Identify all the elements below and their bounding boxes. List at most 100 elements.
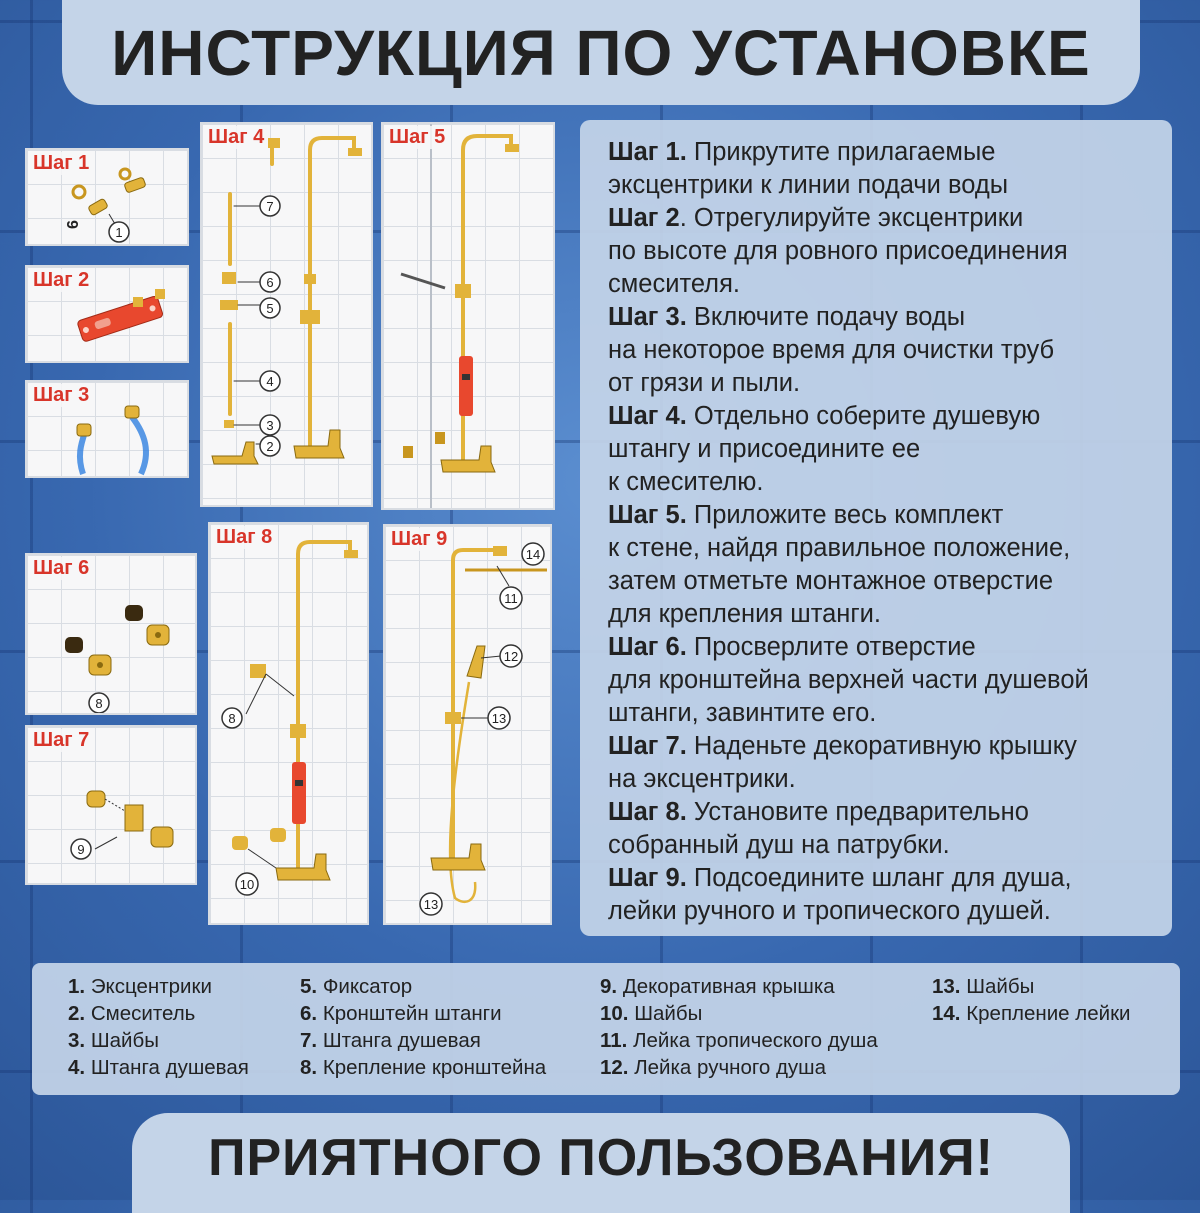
legend-text: Лейка тропического душа xyxy=(633,1029,878,1052)
legend-text: Крепление кронштейна xyxy=(322,1056,547,1079)
step-label: Шаг 7. xyxy=(608,732,687,760)
illustration-step-5: Шаг 5 xyxy=(381,122,555,510)
step-text: по высоте для ровного присоединения xyxy=(608,237,1068,265)
step-text: на некоторое время для очистки труб xyxy=(608,336,1055,364)
callout-number: 10 xyxy=(240,877,254,892)
panel-label: Шаг 5 xyxy=(387,126,448,149)
legend-item: 1. Эксцентрики xyxy=(68,975,212,999)
parts-legend: 1. Эксцентрики 2. Смеситель 3. Шайбы 4. Шта… xyxy=(32,963,1180,1095)
step-text: Включите подачу воды xyxy=(693,303,966,331)
illustration-step-4: Шаг 4 7 6 5 4 3 2 xyxy=(200,122,373,507)
title-banner: ИНСТРУКЦИЯ ПО УСТАНОВКЕ xyxy=(62,0,1140,105)
step-label: Шаг 6. xyxy=(608,633,687,661)
step-instruction: Шаг 9. Подсоедините шланг для душа, лейки… xyxy=(608,862,1162,928)
footer-banner: ПРИЯТНОГО ПОЛЬЗОВАНИЯ! xyxy=(132,1113,1070,1213)
panel-label: Шаг 7 xyxy=(31,729,92,752)
step-label: Шаг 3. xyxy=(608,303,687,331)
step-instruction: Шаг 3. Включите подачу воды на некоторое … xyxy=(608,301,1162,400)
callout-number: 13 xyxy=(492,711,506,726)
step-text: Установите предварительно xyxy=(693,798,1029,826)
legend-item: 7. Штанга душевая xyxy=(300,1029,481,1053)
legend-text: Эксцентрики xyxy=(90,975,212,998)
legend-text: Декоративная крышка xyxy=(622,975,835,998)
legend-item: 2. Смеситель xyxy=(68,1002,195,1026)
legend-item: 12. Лейка ручного душа xyxy=(600,1056,826,1080)
step-text: смесителя. xyxy=(608,270,740,298)
legend-number: 9. xyxy=(600,975,618,998)
panel-label: Шаг 8 xyxy=(214,526,275,549)
callout-number: 1 xyxy=(115,225,122,240)
legend-number: 1. xyxy=(68,975,86,998)
step-label: Шаг 1. xyxy=(608,138,687,166)
legend-number: 10. xyxy=(600,1002,629,1025)
footer-title: ПРИЯТНОГО ПОЛЬЗОВАНИЯ! xyxy=(208,1129,994,1187)
step-label: Шаг 9. xyxy=(608,864,687,892)
step-text: Приложите весь комплект xyxy=(693,501,1004,529)
illustration-step-9: Шаг 9 14 11 12 13 13 xyxy=(383,524,552,925)
callout-number: 5 xyxy=(266,301,273,316)
illustration-step-2: Шаг 2 xyxy=(25,265,189,363)
step-text: Наденьте декоративную крышку xyxy=(693,732,1077,760)
legend-item: 5. Фиксатор xyxy=(300,975,412,999)
step-instruction: Шаг 8. Установите предварительно собранны… xyxy=(608,796,1162,862)
callout-number: 12 xyxy=(504,649,518,664)
step-instruction: Шаг 7. Наденьте декоративную крышку на эк… xyxy=(608,730,1162,796)
panel-label: Шаг 1 xyxy=(31,152,92,175)
legend-text: Шайбы xyxy=(90,1029,159,1052)
legend-number: 11. xyxy=(600,1029,628,1052)
step-text: для крепления штанги. xyxy=(608,600,882,628)
step-text: штанги, завинтите его. xyxy=(608,699,877,727)
step-text: . Отрегулируйте эксцентрики xyxy=(679,204,1024,232)
page-title: ИНСТРУКЦИЯ ПО УСТАНОВКЕ xyxy=(111,16,1091,89)
legend-item: 4. Штанга душевая xyxy=(68,1056,249,1080)
illustration-step-7: Шаг 7 9 xyxy=(25,725,197,885)
legend-text: Штанга душевая xyxy=(90,1056,249,1079)
legend-text: Шайбы xyxy=(634,1002,703,1025)
callout-number: 13 xyxy=(424,897,438,912)
step-label: Шаг 8. xyxy=(608,798,687,826)
step-text: на эксцентрики. xyxy=(608,765,796,793)
step-text: собранный душ на патрубки. xyxy=(608,831,950,859)
callout-number: 3 xyxy=(266,418,273,433)
legend-number: 6. xyxy=(300,1002,318,1025)
callout-number: 7 xyxy=(266,199,273,214)
svg-text:6: 6 xyxy=(65,220,82,229)
panel-label: Шаг 2 xyxy=(31,269,92,292)
step-text: от грязи и пыли. xyxy=(608,369,801,397)
legend-item: 11. Лейка тропического душа xyxy=(600,1029,878,1053)
step-text: Прикрутите прилагаемые xyxy=(693,138,996,166)
legend-number: 5. xyxy=(300,975,318,998)
step-text: лейки ручного и тропического душей. xyxy=(608,897,1051,925)
step-text: Просверлите отверстие xyxy=(693,633,976,661)
illustration-step-8: Шаг 8 8 10 xyxy=(208,522,369,925)
callout-number: 2 xyxy=(266,439,273,454)
step-text: Отдельно соберите душевую xyxy=(693,402,1041,430)
panel-label: Шаг 9 xyxy=(389,528,450,551)
callout-number: 6 xyxy=(266,275,273,290)
step-text: для кронштейна верхней части душевой xyxy=(608,666,1089,694)
legend-text: Смеситель xyxy=(90,1002,196,1025)
legend-number: 7. xyxy=(300,1029,318,1052)
legend-item: 10. Шайбы xyxy=(600,1002,702,1026)
legend-number: 14. xyxy=(932,1002,961,1025)
step-instruction: Шаг 5. Приложите весь комплект к стене, н… xyxy=(608,499,1162,631)
callout-number: 9 xyxy=(77,842,84,857)
illustration-step-6: Шаг 6 8 xyxy=(25,553,197,715)
step-text: к стене, найдя правильное положение, xyxy=(608,534,1071,562)
step-text: затем отметьте монтажное отверстие xyxy=(608,567,1054,595)
step-text: штангу и присоедините ее xyxy=(608,435,921,463)
legend-text: Кронштейн штанги xyxy=(322,1002,502,1025)
step-text: Подсоедините шланг для душа, xyxy=(693,864,1072,892)
step-instruction: Шаг 6. Просверлите отверстие для кронштей… xyxy=(608,631,1162,730)
legend-number: 12. xyxy=(600,1056,629,1079)
step-label: Шаг 5. xyxy=(608,501,687,529)
legend-number: 8. xyxy=(300,1056,318,1079)
legend-text: Шайбы xyxy=(966,975,1035,998)
callout-number: 8 xyxy=(228,711,235,726)
legend-item: 3. Шайбы xyxy=(68,1029,159,1053)
step-text: к смесителю. xyxy=(608,468,764,496)
illustration-step-3: Шаг 3 xyxy=(25,380,189,478)
